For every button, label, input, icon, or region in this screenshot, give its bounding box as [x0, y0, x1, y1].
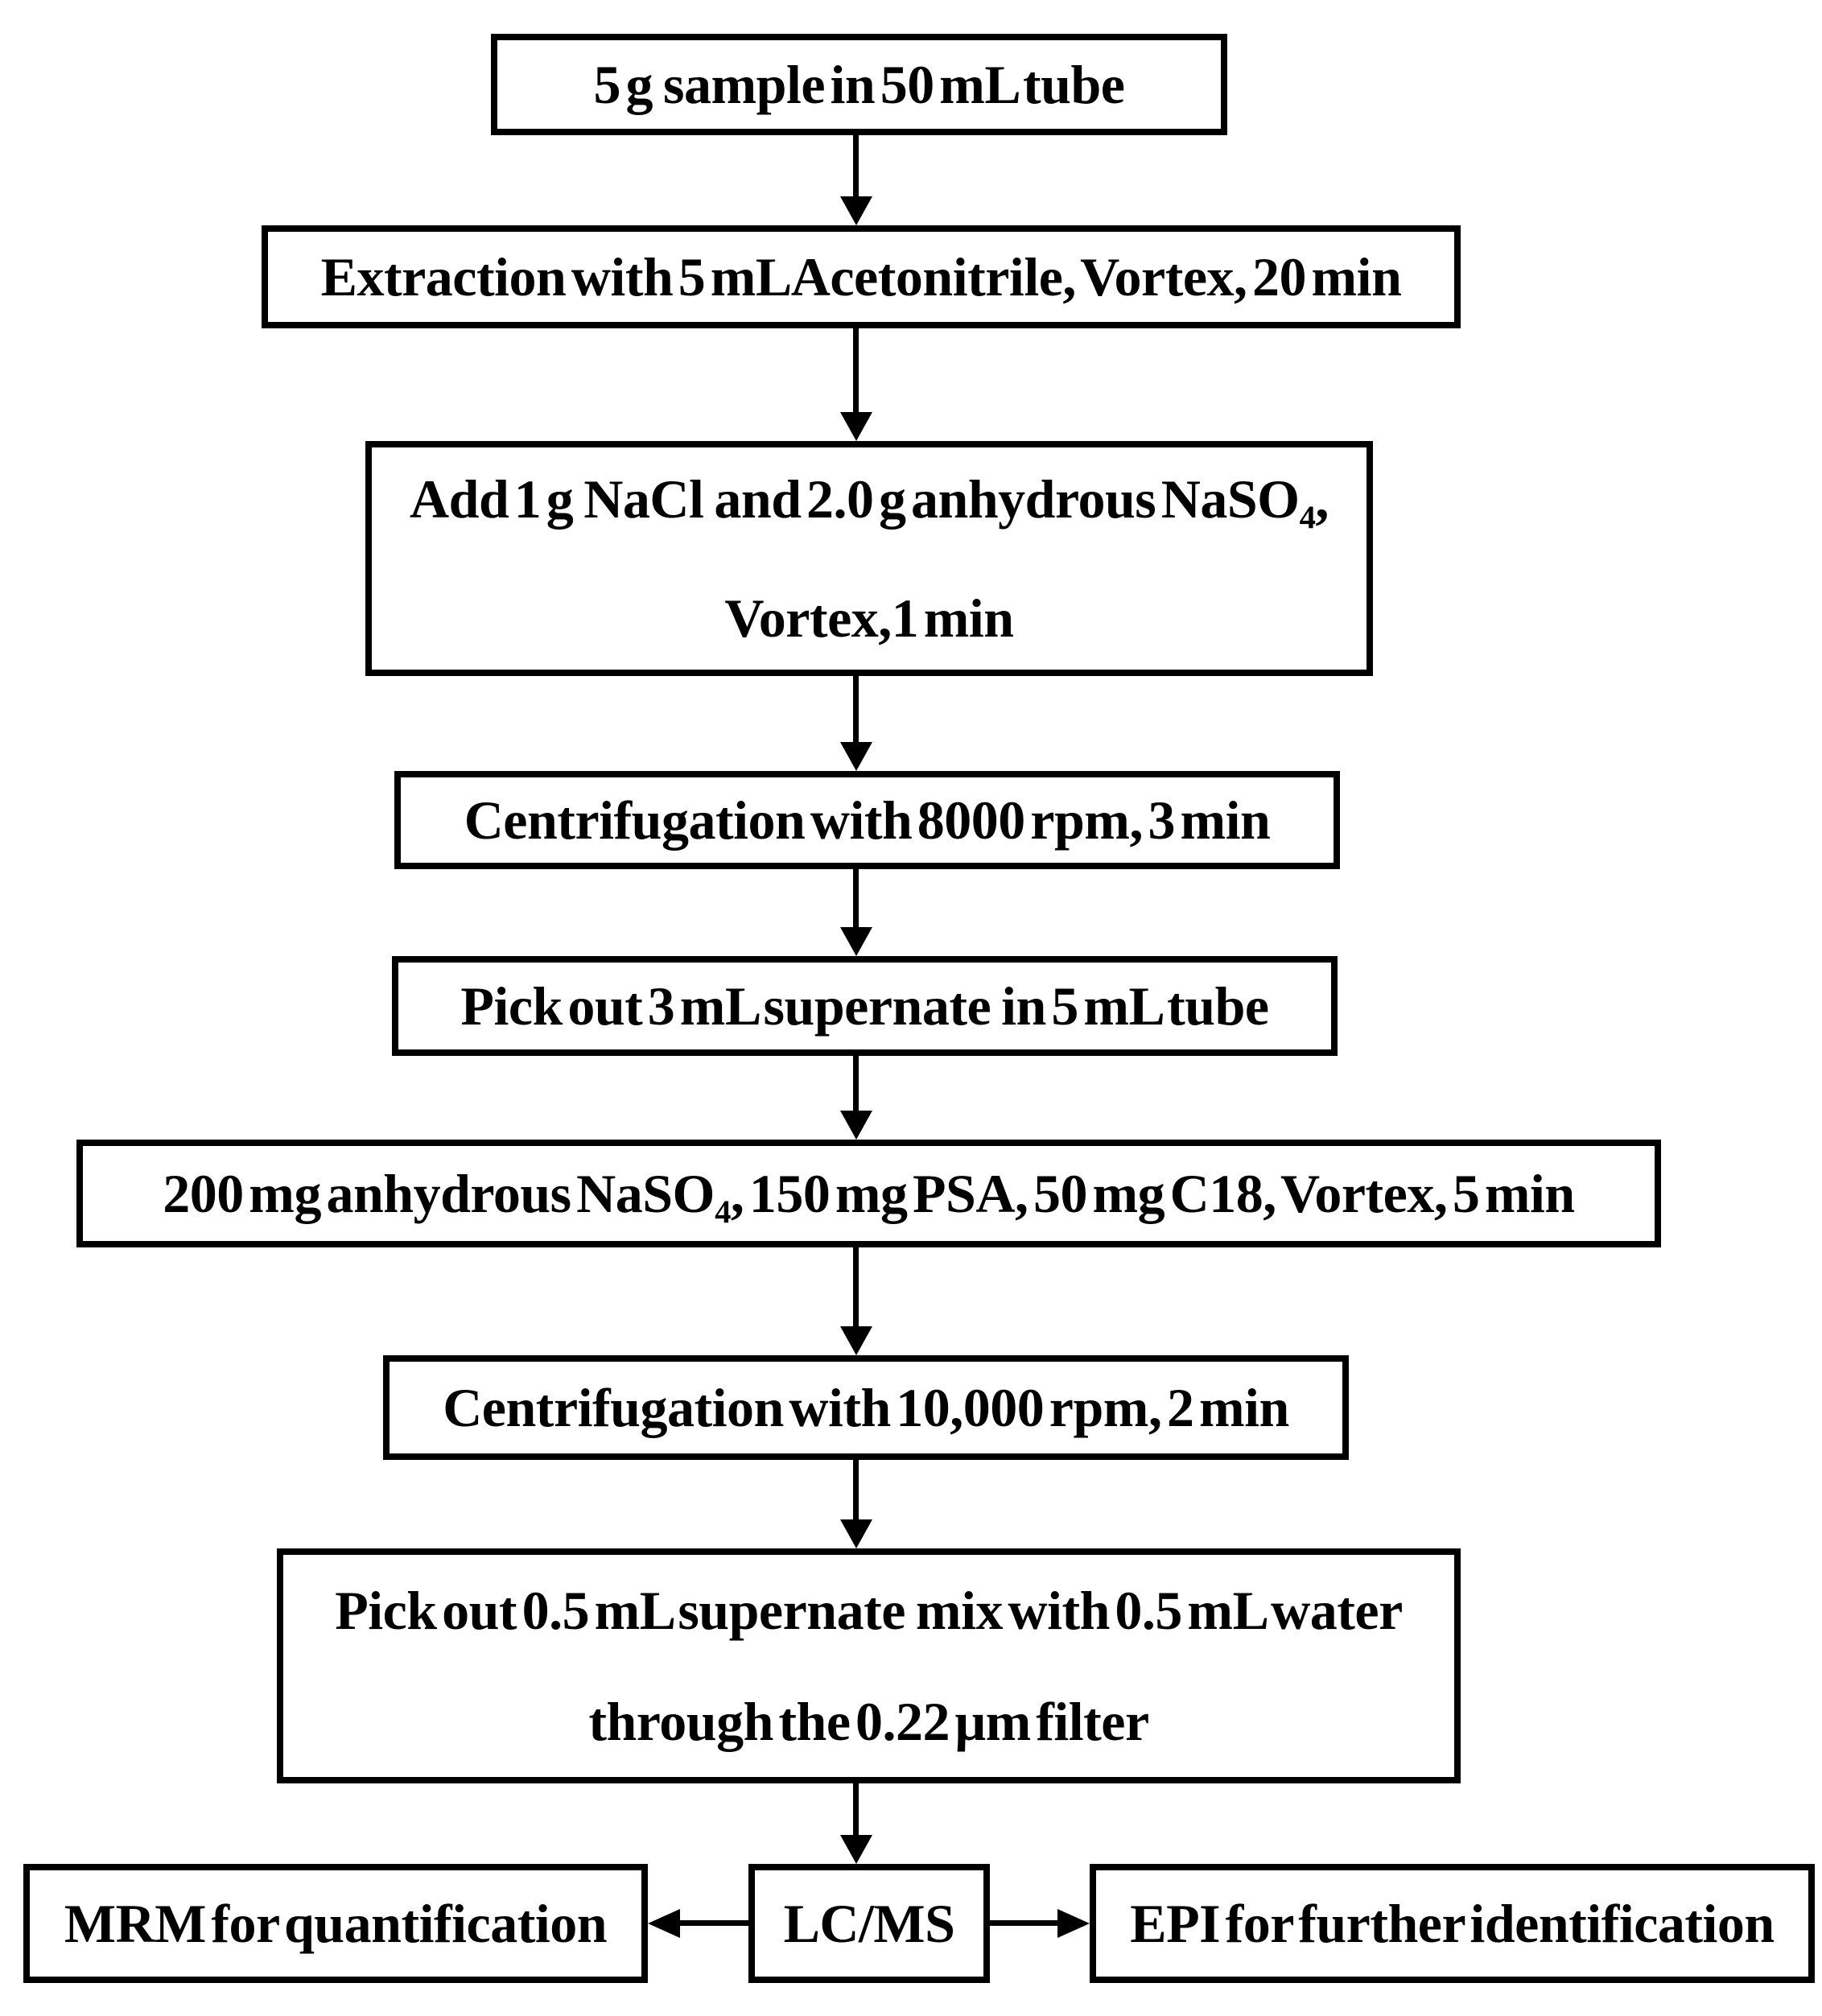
- arrow-stem-sample-to-extraction: [853, 135, 859, 196]
- step-label-centrifugation-1: Centrifugation with 8000 rpm, 3 min: [464, 789, 1271, 851]
- step-box-add-salts: Add 1 g NaCl and 2.0 g anhydrous NaSO₄, …: [365, 441, 1373, 676]
- arrowhead-right-icon: [1057, 1909, 1090, 1938]
- arrow-stem-lcms-to-mrm: [680, 1920, 748, 1926]
- arrow-stem-dspe-cleanup-to-centrifugation-2: [853, 1247, 859, 1326]
- step-label-add-salts-line1: Add 1 g NaCl and 2.0 g anhydrous NaSO₄,: [410, 468, 1329, 530]
- step-label-centrifugation-2: Centrifugation with 10,000 rpm, 2 min: [443, 1377, 1289, 1438]
- step-label-dspe-cleanup: 200 mg anhydrous NaSO₄, 150 mg PSA, 50 m…: [163, 1163, 1575, 1224]
- step-label-sample: 5 g sample in 50 mL tube: [593, 54, 1125, 115]
- step-label-pick-supernate-2-line1: Pick out 0.5 mL supernate mix with 0.5 m…: [335, 1580, 1403, 1641]
- arrowhead-down-icon: [840, 1835, 872, 1864]
- arrowhead-left-icon: [648, 1909, 680, 1938]
- step-box-lcms: LC/MS: [748, 1864, 990, 1983]
- step-label-mrm: MRM for quantification: [64, 1893, 608, 1954]
- step-label-add-salts-line2: Vortex,1 min: [724, 587, 1014, 649]
- step-box-dspe-cleanup: 200 mg anhydrous NaSO₄, 150 mg PSA, 50 m…: [76, 1140, 1661, 1247]
- arrowhead-down-icon: [840, 1326, 872, 1355]
- arrow-stem-extraction-to-add-salts: [853, 328, 859, 412]
- step-label-pick-supernate-2-line2: through the 0.22 μm filter: [588, 1691, 1149, 1752]
- arrow-stem-centrifugation-1-to-pick-supernate-1: [853, 869, 859, 927]
- step-label-epi: EPI for further identification: [1130, 1893, 1775, 1954]
- step-box-centrifugation-2: Centrifugation with 10,000 rpm, 2 min: [383, 1355, 1349, 1460]
- step-label-lcms: LC/MS: [783, 1893, 955, 1954]
- step-box-sample: 5 g sample in 50 mL tube: [491, 34, 1227, 135]
- step-label-pick-supernate-1: Pick out 3 mL supernate in 5 mL tube: [460, 975, 1269, 1037]
- step-box-pick-supernate-1: Pick out 3 mL supernate in 5 mL tube: [392, 956, 1338, 1056]
- step-box-mrm: MRM for quantification: [23, 1864, 648, 1983]
- step-box-extraction: Extraction with 5 mL Acetonitrile, Vorte…: [262, 225, 1461, 328]
- step-box-pick-supernate-2: Pick out 0.5 mL supernate mix with 0.5 m…: [277, 1548, 1461, 1783]
- arrowhead-down-icon: [840, 412, 872, 441]
- step-box-centrifugation-1: Centrifugation with 8000 rpm, 3 min: [394, 771, 1340, 869]
- arrow-stem-pick-supernate-2-to-lcms: [853, 1783, 859, 1835]
- arrowhead-down-icon: [840, 742, 872, 771]
- arrow-stem-centrifugation-2-to-pick-supernate-2: [853, 1460, 859, 1519]
- arrowhead-down-icon: [840, 927, 872, 956]
- arrow-stem-add-salts-to-centrifugation-1: [853, 676, 859, 742]
- arrow-stem-pick-supernate-1-to-dspe-cleanup: [853, 1056, 859, 1111]
- step-box-epi: EPI for further identification: [1090, 1864, 1815, 1983]
- arrowhead-down-icon: [840, 1519, 872, 1548]
- step-label-extraction: Extraction with 5 mL Acetonitrile, Vorte…: [320, 246, 1402, 307]
- arrow-stem-lcms-to-epi: [990, 1920, 1057, 1926]
- arrowhead-down-icon: [840, 196, 872, 225]
- arrowhead-down-icon: [840, 1111, 872, 1140]
